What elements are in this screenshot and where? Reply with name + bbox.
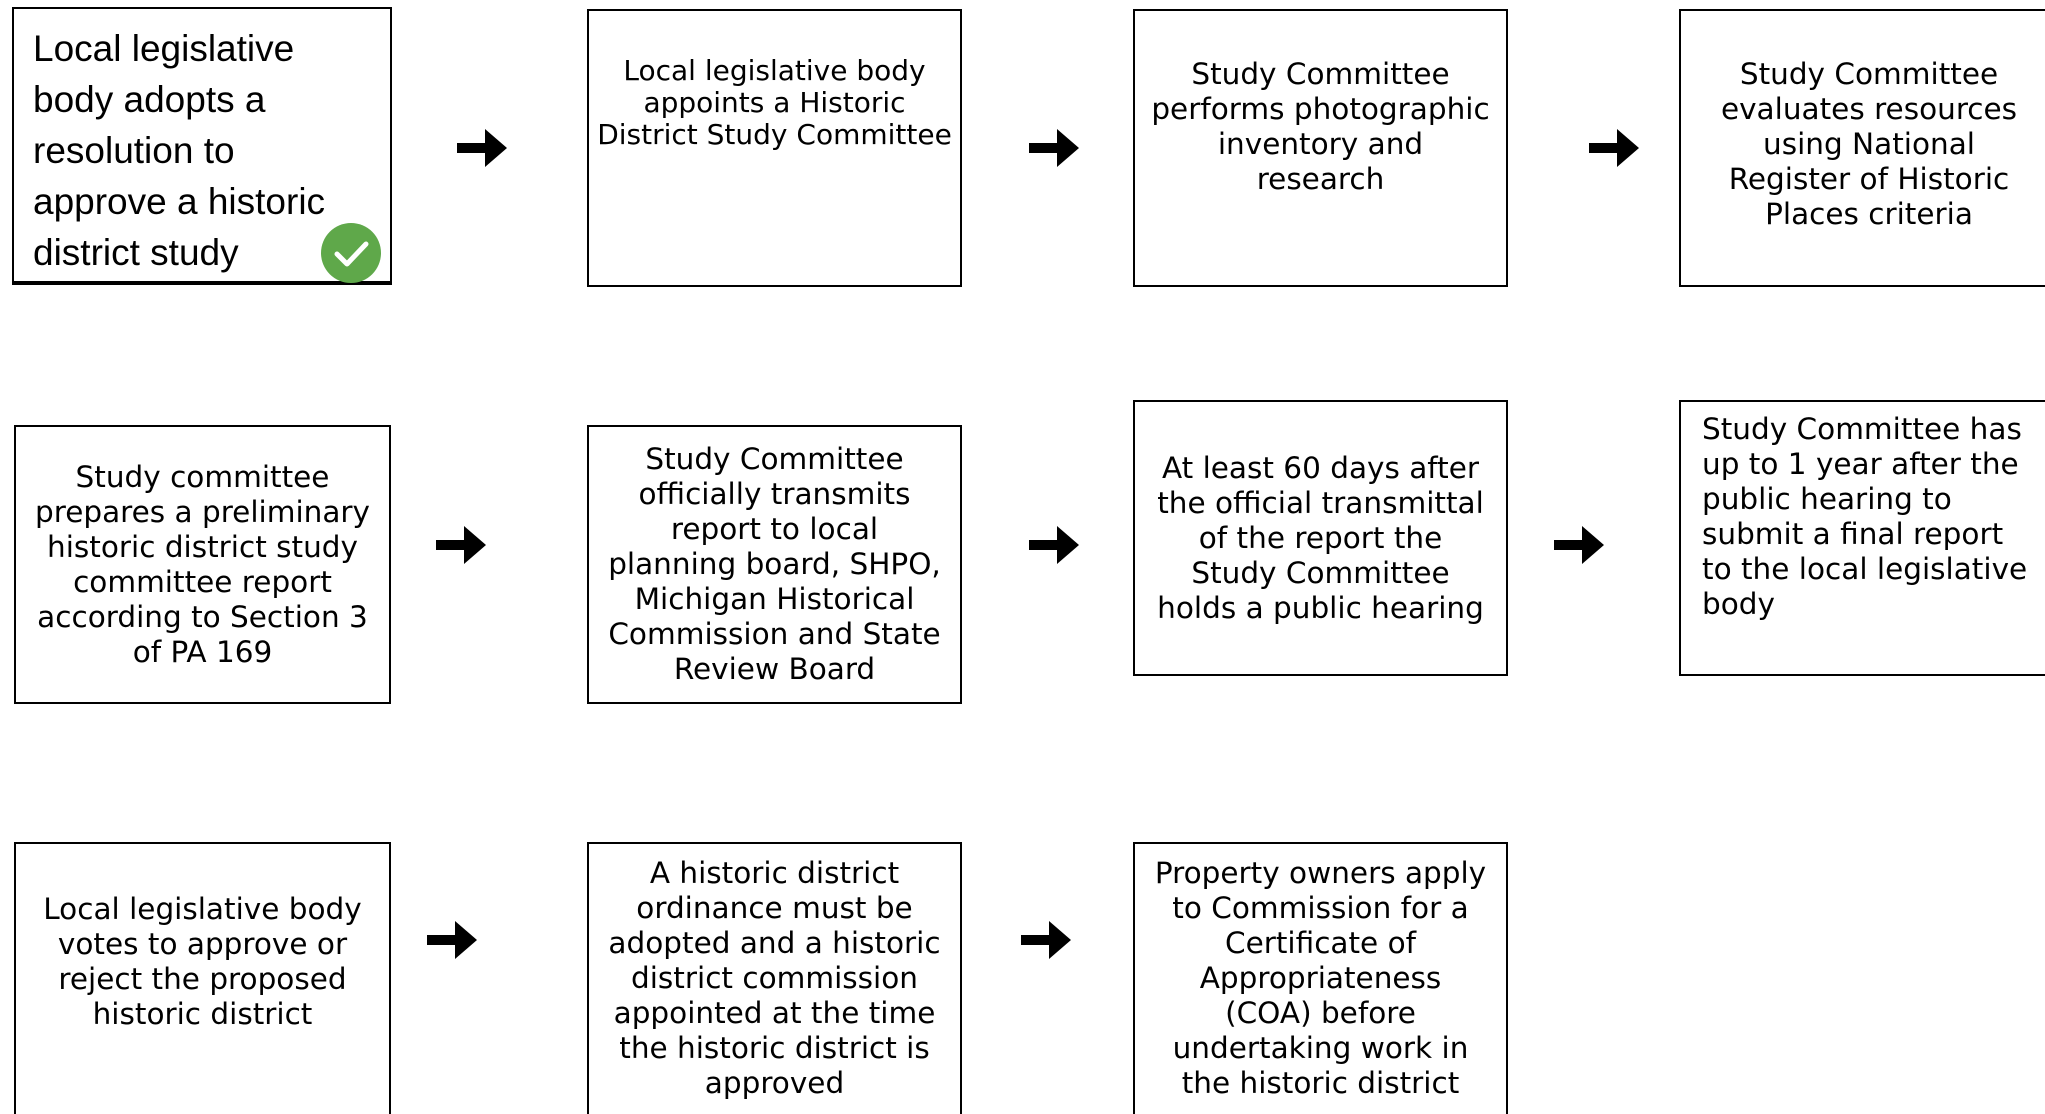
step-11-line-4: Appropriateness <box>1199 961 1442 995</box>
right-arrow-icon <box>427 921 477 959</box>
step-2-box: Local legislative body appoints a Histor… <box>587 9 962 287</box>
step-7-line-1: At least 60 days after <box>1161 450 1480 485</box>
step-1-box: Local legislative body adopts a resoluti… <box>12 7 392 285</box>
step-4-line-4: Register of Historic <box>1728 162 2010 196</box>
step-3-line-2: performs photographic <box>1151 92 1490 126</box>
step-3-line-4: research <box>1256 162 1385 196</box>
step-1-line-3: resolution to <box>33 130 235 171</box>
step-5-line-4: committee report <box>73 564 332 599</box>
step-1-line-1: Local legislative <box>33 28 295 69</box>
step-11-line-5: (COA) before <box>1225 996 1416 1030</box>
check-circle-icon <box>321 223 381 283</box>
step-9-line-1: Local legislative body <box>43 892 362 926</box>
step-9-line-3: reject the proposed <box>58 962 347 996</box>
step-10-line-4: district commission <box>631 961 918 995</box>
step-5-line-1: Study committee <box>75 459 330 494</box>
step-11-line-3: Certificate of <box>1224 926 1417 960</box>
right-arrow-icon <box>1589 129 1639 167</box>
step-9-line-2: votes to approve or <box>57 927 348 961</box>
step-3-line-1: Study Committee <box>1191 57 1450 91</box>
step-6-line-2: officially transmits <box>638 477 911 511</box>
step-2-line-2: appoints a Historic <box>643 86 906 119</box>
step-3-box: Study Committee performs photographic in… <box>1133 9 1508 287</box>
step-9-box: Local legislative body votes to approve … <box>14 842 391 1114</box>
step-6-line-6: Commission and State <box>608 617 941 651</box>
step-10-box: A historic district ordinance must be ad… <box>587 842 962 1114</box>
step-6-line-5: Michigan Historical <box>634 582 915 616</box>
step-1-line-4: approve a historic <box>33 181 326 222</box>
step-8-line-6: body <box>1702 587 1775 621</box>
step-8-line-2: up to 1 year after the <box>1702 447 2019 481</box>
step-6-box: Study Committee officially transmits rep… <box>587 425 962 704</box>
step-7-line-2: the official transmittal <box>1157 485 1484 520</box>
step-8-line-1: Study Committee has <box>1702 412 2022 446</box>
step-10-line-5: appointed at the time <box>613 996 936 1030</box>
step-10-line-7: approved <box>704 1066 845 1100</box>
right-arrow-icon <box>1021 921 1071 959</box>
step-11-line-1: Property owners apply <box>1154 856 1487 890</box>
step-6-line-1: Study Committee <box>645 442 904 476</box>
step-4-line-3: using National <box>1763 127 1975 161</box>
step-5-line-5: according to Section 3 <box>37 599 368 634</box>
step-5-box: Study committee prepares a preliminary h… <box>14 425 391 704</box>
step-8-line-5: to the local legislative <box>1702 552 2028 586</box>
step-7-line-5: holds a public hearing <box>1157 590 1484 625</box>
step-8-line-4: submit a final report <box>1702 517 2004 551</box>
step-3-line-3: inventory and <box>1217 127 1424 161</box>
step-1-line-5: district study <box>33 232 239 273</box>
step-4-line-5: Places criteria <box>1765 197 1973 231</box>
step-5-line-3: historic district study <box>47 529 358 564</box>
step-10-line-3: adopted and a historic <box>608 926 941 960</box>
step-2-line-1: Local legislative body <box>623 54 926 87</box>
step-4-box: Study Committee evaluates resources usin… <box>1679 9 2045 287</box>
step-6-line-3: report to local <box>670 512 879 546</box>
step-4-line-1: Study Committee <box>1739 57 1999 91</box>
step-4-line-2: evaluates resources <box>1720 92 2018 126</box>
step-11-box: Property owners apply to Commission for … <box>1133 842 1508 1114</box>
right-arrow-icon <box>1554 526 1604 564</box>
step-10-line-6: the historic district is <box>619 1031 930 1065</box>
step-1-line-2: body adopts a <box>33 79 266 120</box>
step-10-line-1: A historic district <box>649 856 900 890</box>
step-8-line-3: public hearing to <box>1702 482 1952 516</box>
step-5-line-2: prepares a preliminary <box>34 494 371 529</box>
right-arrow-icon <box>1029 526 1079 564</box>
step-5-line-6: of PA 169 <box>132 634 273 669</box>
step-11-line-7: the historic district <box>1181 1066 1460 1100</box>
step-7-box: At least 60 days after the official tran… <box>1133 400 1508 676</box>
right-arrow-icon <box>457 129 507 167</box>
step-9-line-4: historic district <box>92 997 313 1031</box>
step-7-line-3: of the report the <box>1198 520 1443 555</box>
step-11-line-2: to Commission for a <box>1172 891 1469 925</box>
step-11-line-6: undertaking work in <box>1172 1031 1469 1065</box>
step-2-line-3: District Study Committee <box>597 118 952 151</box>
step-8-box: Study Committee has up to 1 year after t… <box>1679 400 2045 676</box>
right-arrow-icon <box>436 526 486 564</box>
step-6-line-7: Review Board <box>673 652 876 686</box>
step-10-line-2: ordinance must be <box>636 891 913 925</box>
right-arrow-icon <box>1029 129 1079 167</box>
step-6-line-4: planning board, SHPO, <box>608 547 941 581</box>
step-7-line-4: Study Committee <box>1191 555 1450 590</box>
